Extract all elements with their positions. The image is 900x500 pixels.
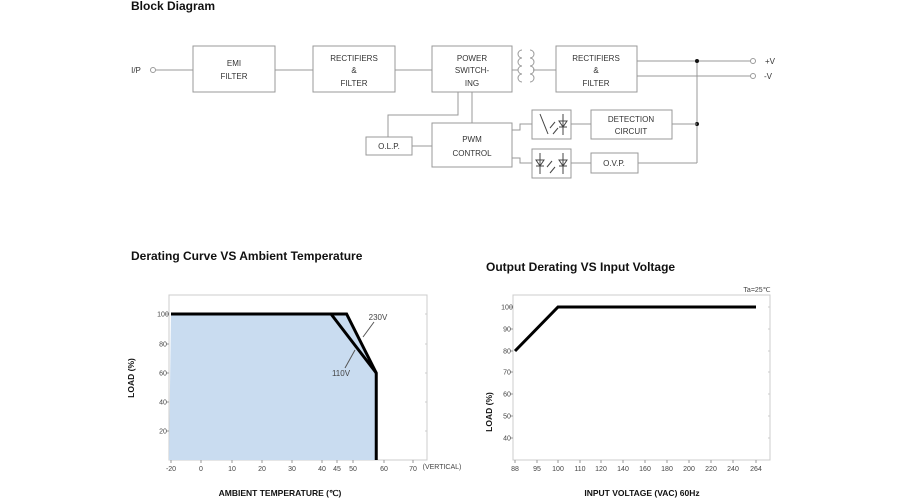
series-line-load [513,305,756,353]
y-tick-label: 100 [501,305,513,312]
detection-circuit-block [590,109,673,140]
block-text: O.L.P. [378,142,400,151]
x-tick-label: 120 [595,466,607,473]
y-tick-label: 100 [157,312,169,319]
block-text: SWITCH- [455,66,490,75]
block-text: O.V.P. [603,159,625,168]
y-tick-label: 80 [503,349,511,356]
input-chart-title: Output Derating VS Input Voltage [486,260,675,274]
block-text: & [351,66,357,75]
x-tick-label: 45 [333,466,341,473]
x-tick-label: 50 [349,466,357,473]
block-text: RECTIFIERS [572,54,620,63]
emi-filter-block [192,45,276,93]
x-tick-label: 20 [258,466,266,473]
block-text: FILTER [221,72,248,81]
x-tick-label: 30 [288,466,296,473]
x-tick-label: 100 [552,466,564,473]
block-text: & [593,66,599,75]
optocoupler-glyph [539,113,568,135]
optocoupler-glyph [535,153,568,174]
block-text: CIRCUIT [615,127,648,136]
block-text: ING [465,79,479,88]
x-tick-label: 70 [409,466,417,473]
x-axis-label: INPUT VOLTAGE (VAC) 60Hz [584,488,699,498]
derating-chart: AMBIENT TEMPERATURE (℃) LOAD (%) (VERTIC… [126,294,462,498]
x-tick-label: 240 [727,466,739,473]
y-axis-label: LOAD (%) [484,392,494,432]
series-label-110v: 110V [332,369,351,378]
x-tick-label: 10 [228,466,236,473]
output-positive-label: +V [765,57,776,66]
block-diagram-title: Block Diagram [131,0,215,13]
x-tick-label: 264 [750,466,762,473]
x-axis-label: AMBIENT TEMPERATURE (℃) [219,488,342,498]
block-text: EMI [227,59,241,68]
x-tick-label: -20 [166,466,176,473]
x-tick-label: 0 [199,466,203,473]
output-negative-label: -V [764,72,773,81]
pwm-control-block [431,122,513,168]
x-tick-label: 180 [661,466,673,473]
block-text: CONTROL [452,149,492,158]
x-tick-label: 88 [511,466,519,473]
block-text: FILTER [583,79,610,88]
y-tick-label: 90 [503,327,511,334]
block-diagram: I/P EMI FILTER RECTIFIERS & FILTER POWER… [131,45,776,179]
ta-annotation: Ta=25℃ [743,287,770,294]
x-tick-label: 140 [617,466,629,473]
y-tick-label: 40 [159,400,167,407]
x-tick-suffix: (VERTICAL) [423,464,462,471]
arrow-230v [362,321,375,338]
y-axis-label: LOAD (%) [126,358,136,398]
x-tick-label: 60 [380,466,388,473]
series-label-230v: 230V [369,313,388,322]
plot-area [512,294,771,461]
series-line-110v [171,312,378,374]
y-tick-label: 50 [503,414,511,421]
transformer-icon [512,49,556,83]
area-fill [169,314,377,460]
block-text: DETECTION [608,115,654,124]
block-text: POWER [457,54,487,63]
x-tick-label: 110 [574,466,585,473]
y-tick-label: 60 [159,371,167,378]
x-tick-label: 220 [705,466,717,473]
y-tick-label: 40 [503,436,511,443]
arrow-110v [344,349,356,369]
x-tick-label: 200 [683,466,695,473]
block-text: PWM [462,135,482,144]
y-tick-label: 70 [503,370,511,377]
x-tick-label: 95 [533,466,541,473]
input-label: I/P [131,66,141,75]
block-text: FILTER [341,79,368,88]
y-tick-label: 60 [503,392,511,399]
block-text: RECTIFIERS [330,54,378,63]
derating-chart-title: Derating Curve VS Ambient Temperature [131,249,363,263]
power-switching-block [431,45,513,93]
y-tick-label: 80 [159,342,167,349]
x-tick-label: 160 [639,466,651,473]
input-voltage-chart: INPUT VOLTAGE (VAC) 60Hz LOAD (%) Ta=25℃… [484,287,771,498]
rectifier-filter-block-2 [555,45,638,93]
rectifier-filter-block-1 [312,45,396,93]
y-tick-label: 20 [159,429,167,436]
x-tick-label: 40 [318,466,326,473]
